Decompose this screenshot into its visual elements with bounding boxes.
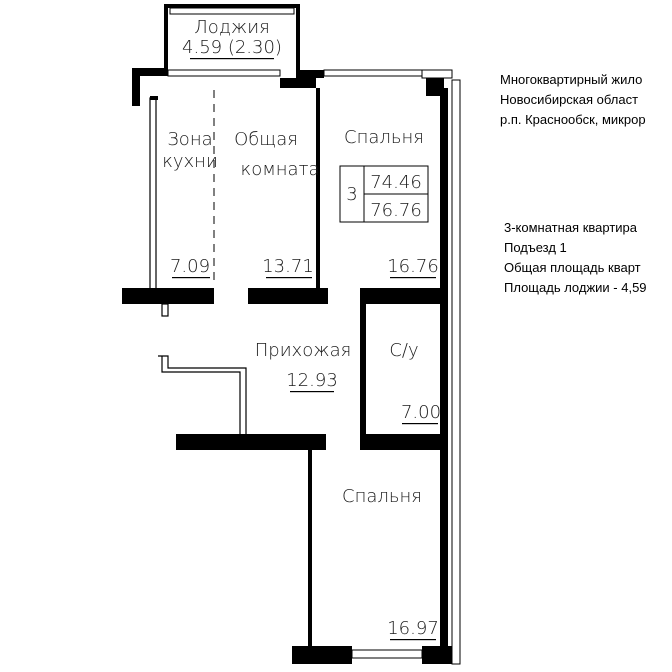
kitchen-zone-label-2: кухни [162,151,218,172]
bedroom-top-area: 16.76 [387,256,439,277]
kitchen-zone-area: 7.09 [170,256,210,277]
details-line-4: Площадь лоджии - 4,59 [504,280,647,295]
summary-rooms: 3 [346,184,357,205]
bathroom-area: 7.00 [401,402,441,423]
loggia-area: 4.59 (2.30) [182,37,282,58]
loggia-area-underline [190,58,274,60]
living-room-label-2: комната [241,159,320,180]
living-room-label-1: Общая [234,129,298,150]
address-block: Многоквартирный жило Новосибирская облас… [500,70,646,130]
summary-living-area: 74.46 [370,172,422,193]
area-summary: 3 74.46 76.76 [339,165,429,223]
address-line-3: р.п. Краснообск, микрор [500,112,646,127]
window-corner [421,69,453,79]
details-line-1: 3-комнатная квартира [504,220,637,235]
address-line-2: Новосибирская област [500,92,639,107]
bathroom-label: С/у [389,340,418,361]
interior-walls [122,288,452,664]
loggia-label: Лоджия [194,17,270,38]
bedroom-top-label: Спальня [344,127,424,148]
living-room-area: 13.71 [262,256,314,277]
details-block: 3-комнатная квартира Подъезд 1 Общая пло… [504,218,647,298]
kitchen-zone-label-1: Зона [167,129,212,150]
details-line-3: Общая площадь кварт [504,260,641,275]
window-right-strip [451,79,461,665]
window-top-left [167,69,281,77]
hallway-label: Прихожая [255,340,352,361]
window-top-right [323,69,423,77]
hallway-area: 12.93 [286,370,338,391]
address-line-1: Многоквартирный жило [500,72,643,87]
outer-walls [132,68,461,665]
bedroom-bottom-area: 16.97 [387,618,439,639]
bedroom-bottom-label: Спальня [342,486,422,507]
loggia: Лоджия 4.59 (2.30) [164,4,300,74]
summary-total-area: 76.76 [370,200,422,221]
details-line-2: Подъезд 1 [504,240,567,255]
window-bottom [351,649,423,659]
